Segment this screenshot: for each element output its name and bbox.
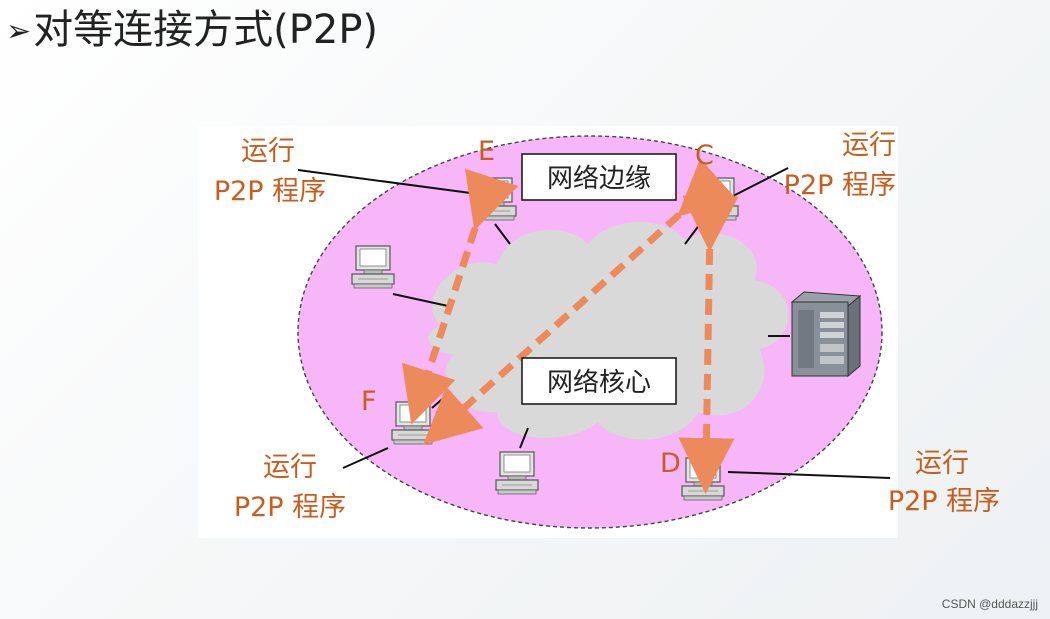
node-E-label: E <box>478 136 495 167</box>
p2p-note-bottomleft-line1: 运行 <box>263 452 317 483</box>
node-C-label: C <box>695 140 714 171</box>
node-D-label: D <box>660 448 681 479</box>
computer-C-icon <box>695 177 739 221</box>
p2p-note-bottomright: 运行 P2P 程序 <box>888 448 1000 517</box>
node-F-label: F <box>361 386 377 417</box>
network-edge-box <box>521 153 677 201</box>
network-edge-label: 网络边缘 <box>547 164 651 194</box>
p2p-note-topright-line1: 运行 <box>842 130 896 161</box>
p2p-note-topleft-line1: 运行 <box>241 136 295 167</box>
p2p-note-topright-line2: P2P 程序 <box>784 170 896 201</box>
network-core-label: 网络核心 <box>547 368 651 398</box>
p2p-note-bottomleft-line2: P2P 程序 <box>234 492 346 523</box>
computer-F-icon <box>391 401 435 445</box>
p2p-arrows <box>402 158 739 494</box>
p2p-network-diagram: 网络边缘 网络核心 E C F D 运行 P2P 程序 运行 P2P 程序 运行… <box>198 126 898 538</box>
p2p-note-topleft-line2: P2P 程序 <box>214 176 326 207</box>
arrow-bullet-icon: ➢ <box>6 14 32 49</box>
arrow-C-D <box>678 195 739 494</box>
watermark: CSDN @dddazzjjj <box>941 597 1038 611</box>
page-title: ➢对等连接方式(P2P) <box>6 7 379 53</box>
server-icon <box>790 291 862 378</box>
computer-left-icon <box>351 245 395 289</box>
p2p-note-bottomright-line2: P2P 程序 <box>888 486 1000 517</box>
p2p-note-bottomright-line1: 运行 <box>915 448 969 479</box>
network-core-box <box>521 357 677 405</box>
arrow-C-F <box>423 158 738 445</box>
computer-bottom-icon <box>495 451 539 495</box>
